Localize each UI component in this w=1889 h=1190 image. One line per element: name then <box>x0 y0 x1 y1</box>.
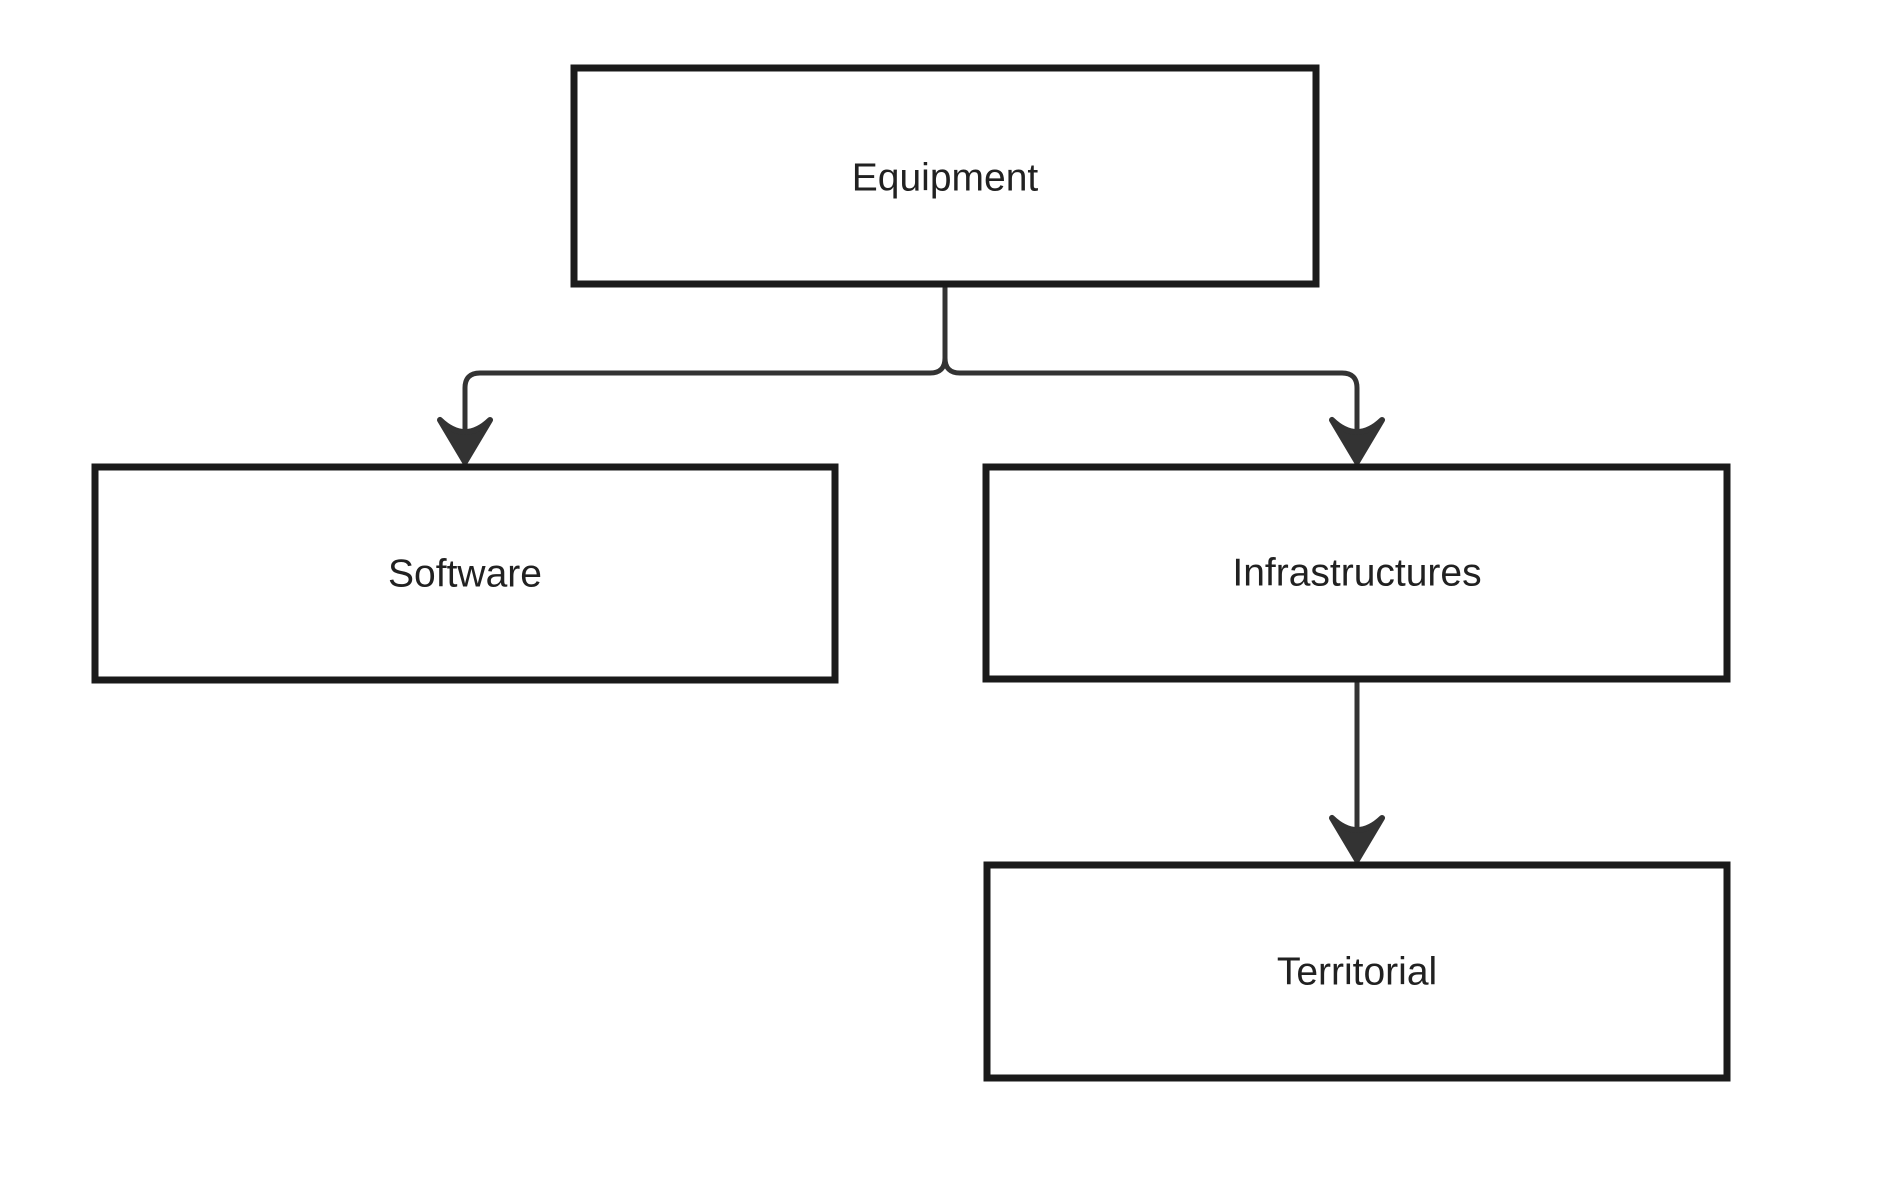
node-infrastructures-box <box>982 463 1731 683</box>
edge-equipment-infrastructures <box>942 285 1360 437</box>
node-territorial-box <box>983 861 1731 1082</box>
node-software: Software <box>91 463 839 684</box>
node-software-label: Software <box>388 553 542 596</box>
node-territorial: Territorial <box>983 861 1731 1082</box>
arrowhead-down-icon <box>1329 417 1385 465</box>
arrowhead-down-icon <box>1329 815 1385 863</box>
edge-equipment-software <box>462 285 948 437</box>
node-equipment: Equipment <box>570 64 1320 288</box>
node-territorial-label: Territorial <box>1277 951 1437 994</box>
node-equipment-box <box>570 64 1320 288</box>
node-equipment-label: Equipment <box>852 157 1039 200</box>
node-infrastructures-label: Infrastructures <box>1232 552 1481 595</box>
arrowhead-down-icon <box>437 417 493 465</box>
node-software-box <box>91 463 839 684</box>
edge-layer <box>437 285 1385 863</box>
node-infrastructures: Infrastructures <box>982 463 1731 683</box>
